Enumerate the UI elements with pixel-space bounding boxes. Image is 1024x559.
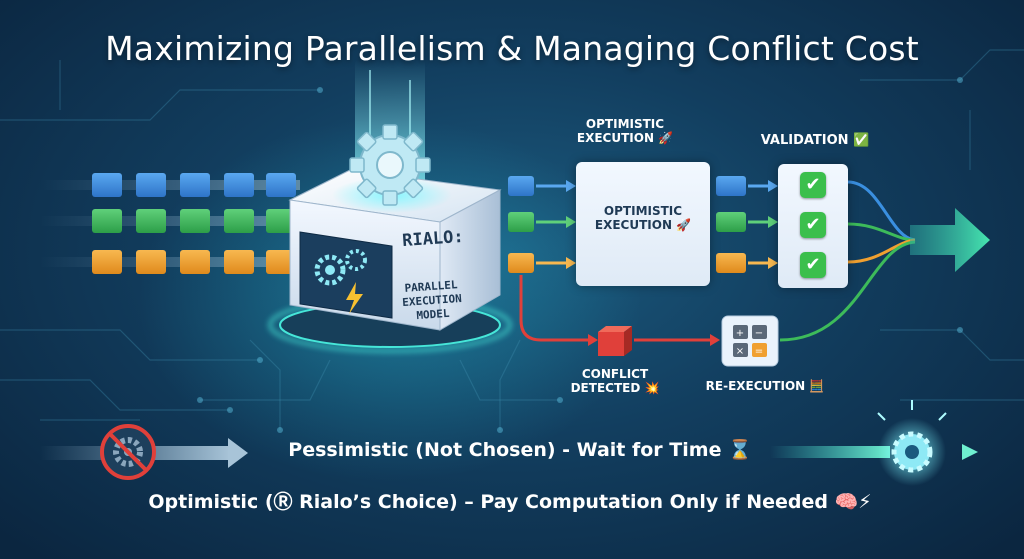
conflict-line: CONFLICT bbox=[581, 367, 649, 381]
task-block bbox=[92, 209, 122, 233]
gear-sparkles bbox=[877, 400, 947, 421]
conflict-block-icon bbox=[598, 326, 632, 356]
panel-line: OPTIMISTIC bbox=[603, 204, 683, 218]
output-blocks bbox=[508, 176, 534, 273]
task-block bbox=[266, 250, 296, 274]
task-block bbox=[224, 173, 254, 197]
optimistic-arrow-head bbox=[962, 444, 978, 460]
task-block bbox=[180, 173, 210, 197]
task-block bbox=[266, 209, 296, 233]
task-block bbox=[92, 173, 122, 197]
incoming-lane-green bbox=[40, 209, 300, 233]
flow-arrows-to-execution bbox=[536, 180, 576, 269]
flow-arrows-to-validation bbox=[748, 180, 778, 269]
pessimistic-caption: Pessimistic (Not Chosen) - Wait for Time… bbox=[288, 439, 752, 461]
model-subtitle: PARALLEL EXECUTION MODEL bbox=[391, 277, 474, 324]
merge-curves bbox=[779, 180, 916, 342]
task-block bbox=[180, 250, 210, 274]
screen-gears-icon bbox=[314, 249, 367, 286]
circuit-dots bbox=[197, 77, 963, 433]
task-block bbox=[92, 250, 122, 274]
task-block bbox=[266, 173, 296, 197]
svg-text:−: − bbox=[755, 328, 763, 339]
conflict-arrow-head bbox=[588, 334, 598, 346]
task-block bbox=[136, 173, 166, 197]
conflict-line: DETECTED 💥 bbox=[570, 380, 660, 395]
task-block bbox=[224, 250, 254, 274]
svg-text:=: = bbox=[755, 346, 763, 357]
svg-text:+: + bbox=[736, 328, 744, 339]
optimistic-execution-header: OPTIMISTIC EXECUTION 🚀 bbox=[560, 117, 690, 146]
optimistic-execution-panel bbox=[576, 162, 710, 286]
page-title: Maximizing Parallelism & Managing Confli… bbox=[105, 29, 919, 68]
validation-input-blocks bbox=[716, 176, 746, 273]
validation-header: VALIDATION ✅ bbox=[760, 133, 870, 148]
conflict-path bbox=[519, 275, 590, 342]
check-icon: ✔ bbox=[800, 172, 826, 198]
glowing-gear-icon bbox=[878, 418, 946, 486]
reexecution-calculator-icon: + − × = bbox=[721, 315, 779, 367]
task-block bbox=[136, 209, 166, 233]
lightning-icon bbox=[346, 282, 363, 314]
task-block bbox=[224, 209, 254, 233]
panel-line: EXECUTION 🚀 bbox=[594, 217, 692, 232]
check-icon: ✔ bbox=[800, 212, 826, 238]
optimistic-trail bbox=[770, 446, 890, 458]
header-line: EXECUTION 🚀 bbox=[576, 130, 674, 145]
optimistic-caption: Optimistic (Ⓡ Rialo’s Choice) – Pay Comp… bbox=[148, 491, 872, 513]
incoming-lane-orange bbox=[40, 250, 300, 274]
reexecution-arrow-head bbox=[710, 334, 720, 346]
pessimistic-arrow-head bbox=[228, 438, 248, 468]
circuit-background bbox=[0, 49, 1024, 430]
optimistic-execution-panel-label: OPTIMISTIC EXECUTION 🚀 bbox=[576, 204, 710, 233]
svg-text:×: × bbox=[736, 346, 744, 357]
gear-icon bbox=[349, 124, 431, 206]
conflict-detected-label: CONFLICT DETECTED 💥 bbox=[560, 367, 670, 396]
task-block bbox=[180, 209, 210, 233]
reexecution-label: RE-EXECUTION 🧮 bbox=[705, 379, 825, 393]
task-block bbox=[136, 250, 166, 274]
output-arrow-icon bbox=[910, 208, 990, 272]
check-icon: ✔ bbox=[800, 252, 826, 278]
incoming-lane-blue bbox=[40, 173, 300, 197]
blocked-gear-icon bbox=[100, 424, 156, 480]
header-line: OPTIMISTIC bbox=[585, 117, 665, 131]
